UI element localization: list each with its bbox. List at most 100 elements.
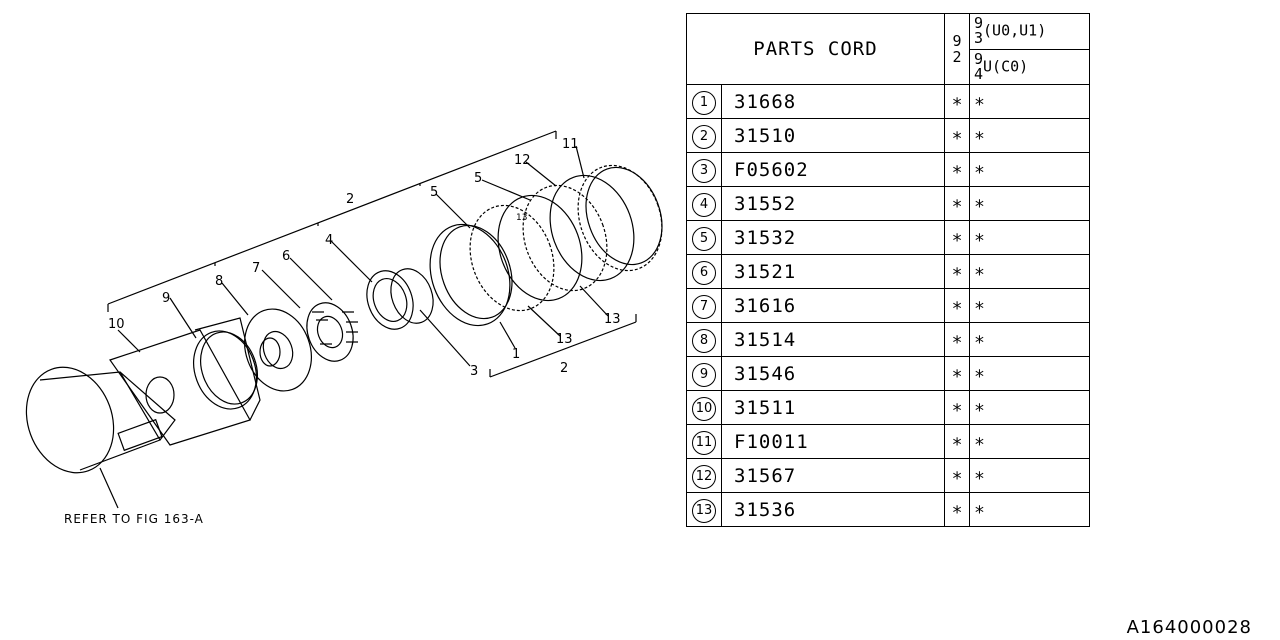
applicability-93-94: ∗ xyxy=(969,322,1090,357)
year-header: 9 2 xyxy=(944,13,970,85)
applicability-93-94: ∗ xyxy=(969,424,1090,459)
part-code: 31511 xyxy=(721,390,945,425)
part-code: 31552 xyxy=(721,186,945,221)
sub-header-94-text: U(C0) xyxy=(983,57,1029,76)
row-number: 8 xyxy=(686,322,722,357)
part-code: 31536 xyxy=(721,492,945,527)
applicability-92: ∗ xyxy=(944,492,970,527)
part-code: 31514 xyxy=(721,322,945,357)
row-number: 4 xyxy=(686,186,722,221)
callout-7: 7 xyxy=(252,261,260,276)
parts-cord-header: PARTS CORD xyxy=(686,13,945,85)
row-number: 9 xyxy=(686,356,722,391)
row-number: 13 xyxy=(686,492,722,527)
applicability-92: ∗ xyxy=(944,458,970,493)
callout-3: 3 xyxy=(470,364,478,379)
part-code: 31567 xyxy=(721,458,945,493)
part-code: 31532 xyxy=(721,220,945,255)
applicability-93-94: ∗ xyxy=(969,458,1090,493)
year-digit-1: 9 xyxy=(952,32,962,50)
applicability-93-94: ∗ xyxy=(969,186,1090,221)
applicability-92: ∗ xyxy=(944,356,970,391)
applicability-92: ∗ xyxy=(944,118,970,153)
callout-13-a: 13 xyxy=(556,332,573,347)
circled-number: 8 xyxy=(692,328,716,353)
circled-number: 3 xyxy=(692,158,716,183)
callout-5-a: 5 xyxy=(430,185,438,200)
circled-number: 2 xyxy=(692,124,716,149)
callout-1: 1 xyxy=(512,347,520,362)
applicability-93-94: ∗ xyxy=(969,152,1090,187)
callout-10: 10 xyxy=(108,317,125,332)
callout-8: 8 xyxy=(215,274,223,289)
row-number: 1 xyxy=(686,84,722,119)
applicability-93-94: ∗ xyxy=(969,288,1090,323)
part-code: 31521 xyxy=(721,254,945,289)
row-number: 7 xyxy=(686,288,722,323)
callout-6: 6 xyxy=(282,249,290,264)
circled-number: 13 xyxy=(692,498,716,523)
applicability-92: ∗ xyxy=(944,84,970,119)
refer-note: REFER TO FIG 163-A xyxy=(64,512,204,526)
part-code: F10011 xyxy=(721,424,945,459)
applicability-92: ∗ xyxy=(944,390,970,425)
applicability-92: ∗ xyxy=(944,152,970,187)
circled-number: 9 xyxy=(692,362,716,387)
callout-12: 12 xyxy=(514,153,531,168)
circled-number: 1 xyxy=(692,90,716,115)
callout-2-bottom: 2 xyxy=(560,361,568,376)
circled-number: 11 xyxy=(692,430,716,455)
callout-13-b: 13 xyxy=(604,312,621,327)
applicability-93-94: ∗ xyxy=(969,254,1090,289)
row-number: 2 xyxy=(686,118,722,153)
row-number: 3 xyxy=(686,152,722,187)
circled-number: 12 xyxy=(692,464,716,489)
row-number: 12 xyxy=(686,458,722,493)
callout-9: 9 xyxy=(162,291,170,306)
callout-4: 4 xyxy=(325,233,333,248)
applicability-93-94: ∗ xyxy=(969,356,1090,391)
applicability-93-94: ∗ xyxy=(969,492,1090,527)
circled-number: 5 xyxy=(692,226,716,251)
row-number: 5 xyxy=(686,220,722,255)
applicability-93-94: ∗ xyxy=(969,118,1090,153)
callout-11: 11 xyxy=(562,137,579,152)
circled-number: 7 xyxy=(692,294,716,319)
row-number: 11 xyxy=(686,424,722,459)
circled-number: 4 xyxy=(692,192,716,217)
part-code: 31616 xyxy=(721,288,945,323)
applicability-93-94: ∗ xyxy=(969,84,1090,119)
circled-number: 10 xyxy=(692,396,716,421)
applicability-92: ∗ xyxy=(944,288,970,323)
applicability-93-94: ∗ xyxy=(969,390,1090,425)
applicability-92: ∗ xyxy=(944,220,970,255)
callout-13-small: 13 xyxy=(516,213,527,223)
row-number: 6 xyxy=(686,254,722,289)
sub-header-93-text: (U0,U1) xyxy=(983,21,1047,40)
callout-2-top: 2 xyxy=(346,192,354,207)
part-code: F05602 xyxy=(721,152,945,187)
exploded-parts-diagram: 2 10 9 8 7 6 4 5 5 12 11 13 1 3 13 13 2 … xyxy=(25,130,663,526)
applicability-92: ∗ xyxy=(944,424,970,459)
row-number: 10 xyxy=(686,390,722,425)
applicability-92: ∗ xyxy=(944,322,970,357)
part-code: 31668 xyxy=(721,84,945,119)
